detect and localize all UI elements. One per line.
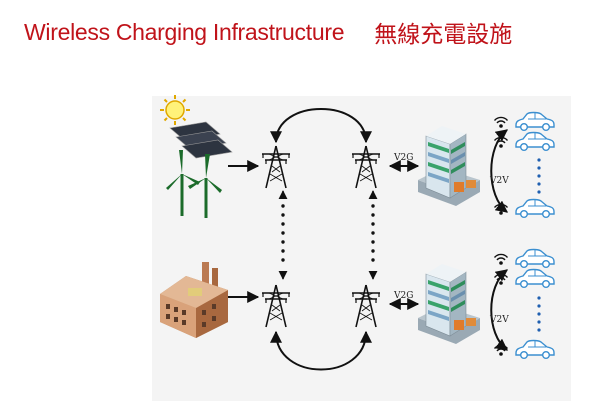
wifi-icon (493, 116, 509, 129)
right-vertical-dotted-link (368, 190, 378, 280)
page-title: Wireless Charging Infrastructure (24, 18, 345, 45)
factory-icon (160, 262, 228, 338)
car-icon (515, 111, 555, 132)
office-building-icon (417, 125, 481, 207)
v2v-arrow-bottom (490, 269, 508, 351)
office-building-icon (417, 263, 481, 345)
power-tower-icon (261, 145, 291, 189)
v2g-label-bottom: V2G (393, 291, 413, 301)
wind-turbine-icon (166, 150, 222, 218)
top-curved-arrow (270, 108, 372, 144)
power-tower-icon (351, 145, 381, 189)
page-title-chinese: 無線充電設施 (374, 22, 513, 48)
v2v-arrow-top (490, 129, 508, 213)
vehicle-ellipsis-bottom (537, 296, 541, 332)
sun-icon (160, 95, 190, 125)
bottom-curved-arrow (270, 330, 372, 371)
v2v-label-top: V2V (489, 176, 509, 186)
car-icon (515, 268, 555, 288)
power-tower-icon (261, 284, 291, 328)
wifi-icon (493, 344, 509, 357)
left-vertical-dotted-link (278, 190, 288, 280)
car-icon (515, 248, 555, 268)
title-row: Wireless Charging Infrastructure 無線充電設施 (24, 14, 603, 50)
car-icon (515, 198, 555, 219)
vehicle-ellipsis-top (537, 158, 541, 194)
power-tower-icon (351, 284, 381, 328)
car-icon (515, 339, 555, 359)
car-icon (515, 131, 555, 152)
v2v-label-bottom: V2V (489, 315, 509, 325)
solar-panel-icon (169, 121, 233, 159)
wifi-icon (493, 253, 509, 266)
v2g-label-top: V2G (393, 153, 413, 163)
